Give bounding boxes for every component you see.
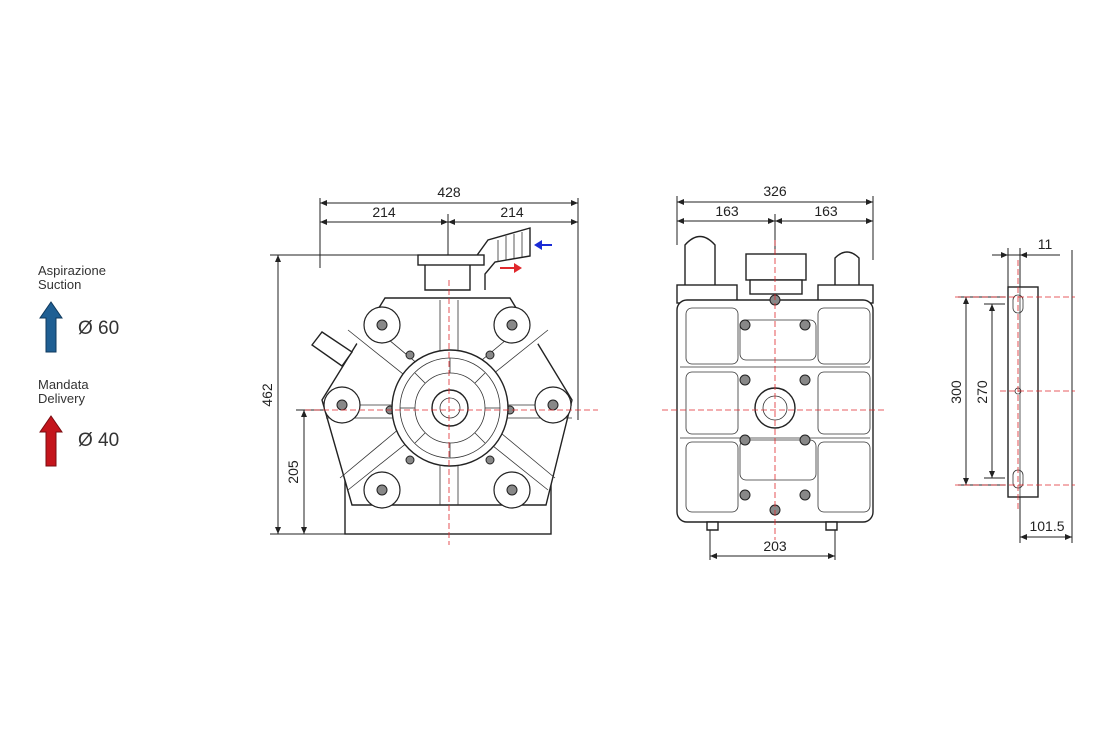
dim-bracket-height-outer: 300: [948, 380, 964, 404]
dim-bracket-thickness: 11: [1038, 236, 1053, 252]
delivery-label-en: Delivery: [38, 391, 85, 406]
dim-side-half-left: 163: [715, 203, 739, 219]
dim-front-width: 428: [437, 184, 461, 200]
suction-diameter: Ø 60: [78, 318, 120, 339]
side-view: 326 163 163: [662, 183, 885, 560]
suction-label-it: Aspirazione: [38, 263, 106, 278]
outlet-arrow-icon: [514, 263, 522, 273]
delivery-diameter: Ø 40: [78, 430, 120, 451]
delivery-label-it: Mandata: [38, 377, 89, 392]
dim-front-center-height: 205: [285, 460, 301, 484]
dim-side-half-right: 163: [814, 203, 838, 219]
legend-delivery: Mandata Delivery Ø 40: [38, 377, 119, 467]
bracket-view: 11 300 270 101.5: [948, 236, 1075, 543]
dim-front-half-left: 214: [372, 204, 396, 220]
dim-bracket-depth: 101.5: [1029, 518, 1064, 534]
dim-side-width: 326: [763, 183, 787, 199]
dim-side-foot-spacing: 203: [763, 538, 787, 554]
front-view: 428 214 214 462 205: [259, 184, 598, 545]
dim-bracket-height-inner: 270: [974, 380, 990, 404]
dim-front-height: 462: [259, 383, 275, 407]
suction-label-en: Suction: [38, 277, 82, 292]
delivery-arrow-icon: [39, 415, 63, 467]
suction-arrow-icon: [39, 301, 63, 353]
dim-front-half-right: 214: [500, 204, 524, 220]
inlet-arrow-icon: [534, 240, 542, 250]
legend-suction: Aspirazione Suction Ø 60: [38, 263, 119, 353]
